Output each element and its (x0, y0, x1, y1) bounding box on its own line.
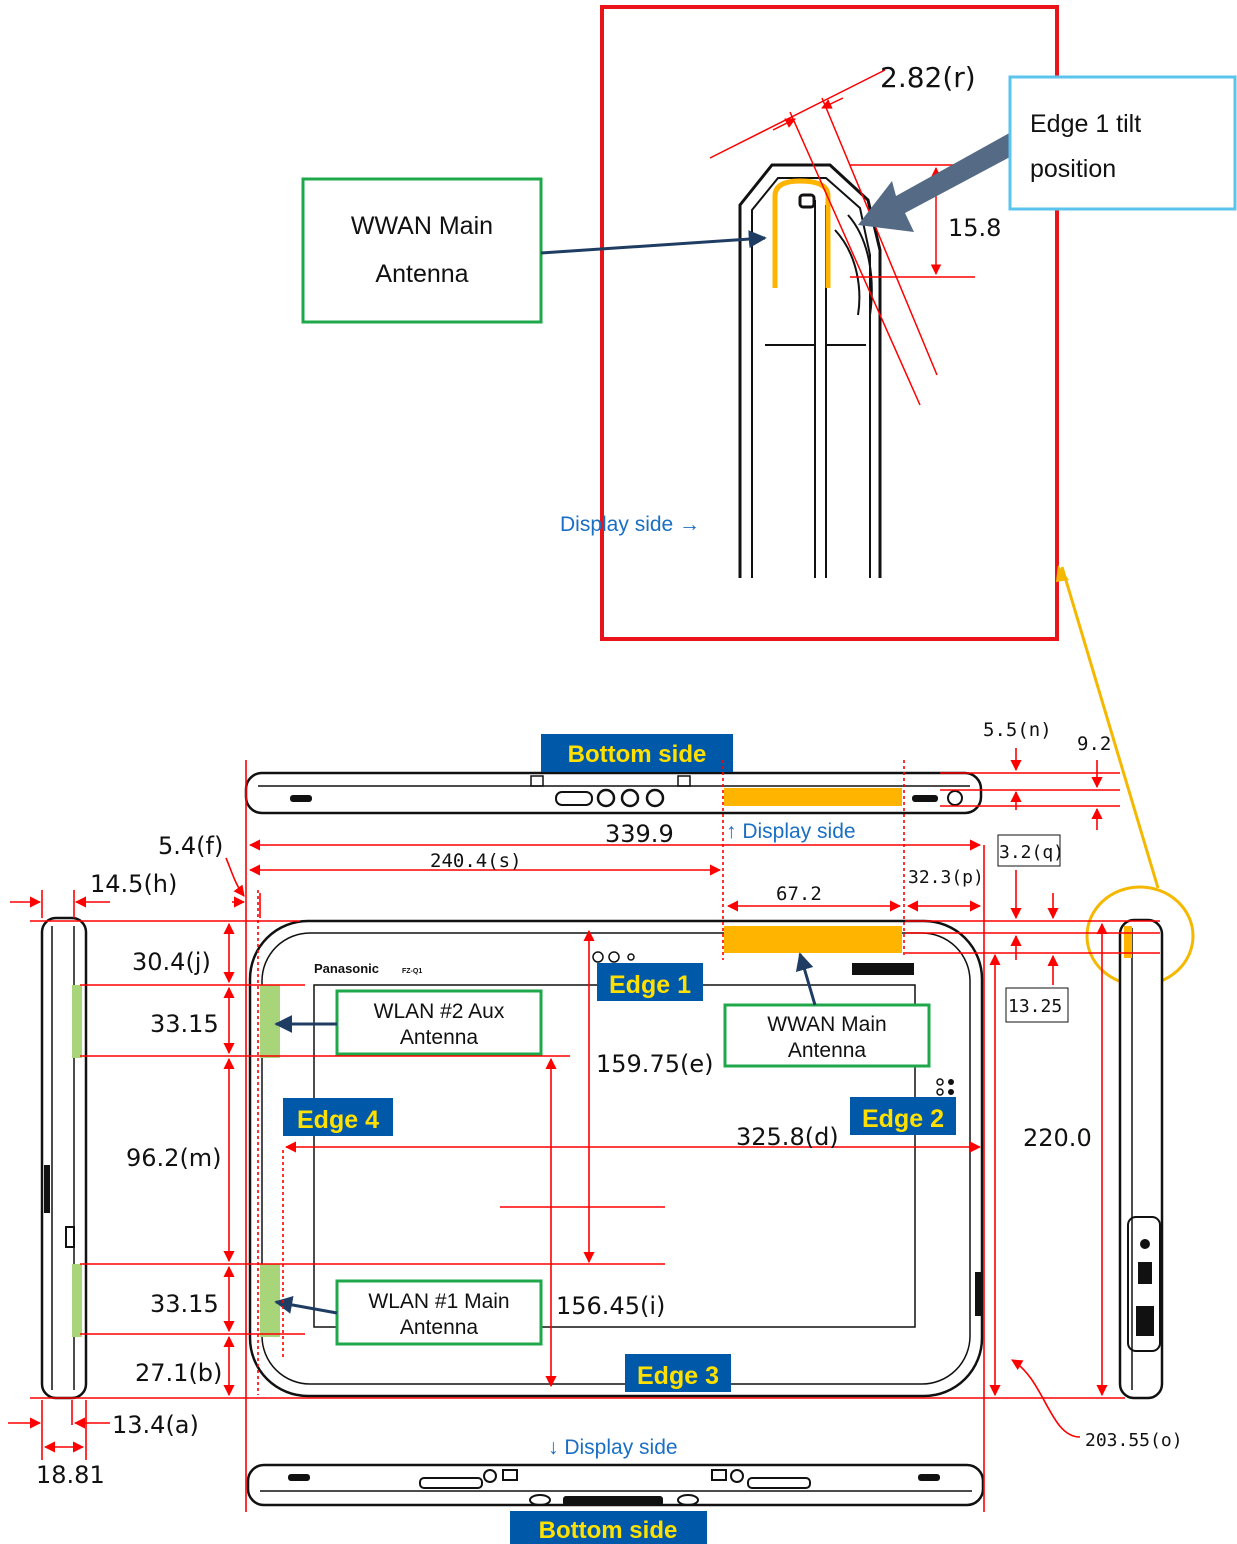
wlan2-callout-line2: Antenna (400, 1026, 479, 1049)
height-dimension-label: 15.8 (948, 214, 1001, 242)
dim-a: 13.4(a) (112, 1411, 199, 1439)
wlan1-callout-line2: Antenna (400, 1316, 479, 1339)
wlan2-antenna-front (260, 985, 280, 1058)
dim-h: 14.5(h) (90, 870, 177, 898)
detail-wwan-callout-box (301, 177, 543, 324)
edge3-box (625, 1354, 731, 1392)
dimension-labels: 5.5(n) 9.2 339.9 240.4(s) 5.4(f) 14.5(h)… (36, 719, 1183, 1489)
dim-j: 30.4(j) (132, 948, 211, 976)
display-side-top-label: ↑ Display side (726, 820, 856, 843)
detail-zoom-panel: 2.82(r) 15.8 Display side → Edge 1 tilt … (301, 5, 1237, 641)
wwan-antenna-top-view (724, 788, 902, 806)
bottom-side-label-top: Bottom side (568, 741, 707, 768)
wlan2-callout-line1: WLAN #2 Aux (374, 1000, 505, 1023)
tilt-pointer-arrow (858, 131, 1023, 232)
dimension-lines (8, 748, 1160, 1512)
left-side-view (40, 916, 88, 1400)
zoom-leader-line (1060, 566, 1160, 889)
dim-height: 220.0 (1023, 1124, 1092, 1152)
edge1-label: Edge 1 (609, 971, 691, 999)
bottom-side-label-bottom: Bottom side (539, 1517, 678, 1544)
bottom-edge-view (246, 1463, 985, 1507)
dim-total-width: 339.9 (605, 820, 674, 848)
tilt-callout-line2: position (1030, 155, 1116, 183)
top-edge-view (244, 771, 983, 815)
wlan1-antenna-front (260, 1264, 280, 1337)
dim-i: 156.45(i) (556, 1292, 665, 1320)
dim-q: 3.2(q) (999, 842, 1064, 863)
dim-o: 203.55(o) (1085, 1430, 1183, 1451)
edge2-label: Edge 2 (862, 1105, 944, 1133)
dim-f: 5.4(f) (158, 832, 223, 860)
edge3-label: Edge 3 (637, 1362, 719, 1390)
display-side-bottom-label: ↓ Display side (548, 1436, 678, 1459)
display-side-label: Display side → (560, 513, 700, 536)
dim-s: 240.4(s) (430, 850, 522, 872)
detail-wwan-line1: WWAN Main (351, 212, 493, 240)
dim-thickness: 18.81 (36, 1461, 105, 1489)
dim-13-25: 13.25 (1008, 996, 1062, 1017)
dim-9-2: 9.2 (1077, 733, 1111, 755)
dim-wwan-width: 67.2 (776, 883, 822, 905)
model-label: FZ-Q1 (402, 968, 422, 975)
right-side-view (1118, 918, 1164, 1400)
side-profile-drawing (738, 163, 882, 578)
tilt-dimension-label: 2.82(r) (880, 61, 976, 94)
wwan-callout-box (723, 1003, 931, 1068)
tilt-callout-line1: Edge 1 tilt (1030, 110, 1141, 138)
edge2-box (850, 1097, 956, 1135)
wlan2-callout-box (335, 989, 543, 1056)
badge-logo (852, 963, 914, 975)
wwan-antenna-shape (772, 178, 831, 288)
detail-frame (600, 5, 1059, 641)
dim-m: 96.2(m) (126, 1144, 222, 1172)
wwan-callout-line2: Antenna (788, 1039, 867, 1062)
dim-n: 5.5(n) (983, 719, 1052, 741)
dim-e: 159.75(e) (596, 1050, 713, 1078)
dim-upper-antenna: 33.15 (150, 1010, 219, 1038)
dim-lower-antenna: 33.15 (150, 1290, 219, 1318)
tilt-lines (709, 69, 975, 406)
detail-wwan-line2: Antenna (375, 260, 468, 288)
dim-d: 325.8(d) (736, 1123, 839, 1151)
wwan-antenna-front (724, 926, 902, 953)
bottom-side-label-top-box (541, 734, 733, 772)
bottom-side-label-bottom-box (510, 1511, 707, 1544)
edge4-box (283, 1098, 393, 1136)
detail-wwan-pointer (540, 230, 767, 255)
dim-p: 32.3(p) (908, 867, 984, 888)
dim-b: 27.1(b) (135, 1359, 222, 1387)
wlan1-callout-line1: WLAN #1 Main (368, 1290, 509, 1313)
edge1-box (597, 963, 703, 1001)
brand-logo: Panasonic (314, 961, 379, 976)
wwan-callout-line1: WWAN Main (767, 1013, 886, 1036)
tilt-callout-box (1008, 75, 1237, 211)
edge4-label: Edge 4 (297, 1106, 379, 1134)
